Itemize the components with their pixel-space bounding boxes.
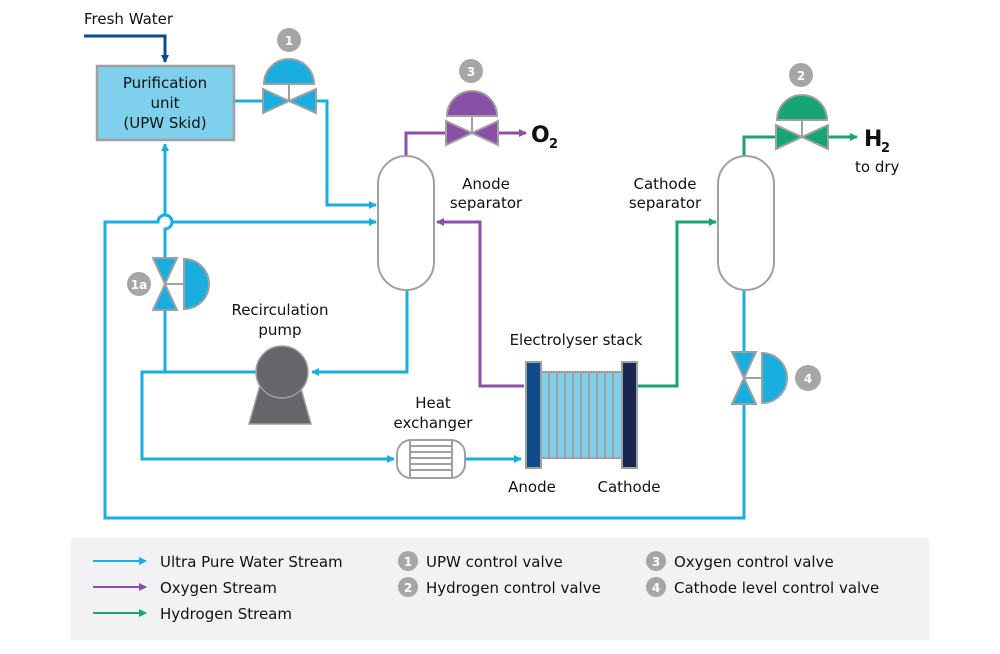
cathode-separator-label-line1: Cathode: [634, 175, 697, 193]
legend-valve-2-badge: 2: [404, 581, 412, 595]
valve-2-badge-text: 2: [797, 69, 805, 83]
electrolyser-label: Electrolyser stack: [510, 331, 643, 349]
o2-output-label: O 2: [531, 123, 558, 152]
legend: Ultra Pure Water Stream Oxygen Stream Hy…: [71, 538, 929, 640]
purification-label-line2: unit: [150, 94, 179, 112]
o2-subscript: 2: [549, 137, 558, 152]
legend-item-oxygen-stream: Oxygen Stream: [93, 579, 277, 597]
upw-line-valve1-to-anode-sep: [316, 99, 377, 209]
h2-line-cathode-sep-to-valve2: [742, 135, 776, 160]
h2-subscript: 2: [881, 141, 890, 156]
cathode-separator-label-line2: separator: [629, 194, 702, 212]
stack-cell-separators: [548, 372, 614, 458]
legend-hydrogen-label: Hydrogen Stream: [160, 605, 292, 623]
valve-1a-upw-control[interactable]: 1a: [127, 257, 210, 311]
cathode-plate: [621, 361, 638, 469]
oxygen-pipes: [404, 129, 527, 388]
h2-line-stack-to-cathode-sep: [637, 218, 717, 388]
heat-exchanger-label-line1: Heat: [415, 394, 451, 412]
heat-exchanger[interactable]: [396, 439, 466, 479]
valve-3-badge-text: 3: [467, 65, 475, 79]
pump-label-line2: pump: [258, 321, 301, 339]
valve-4-badge: [795, 365, 821, 391]
valve-2-badge: [789, 63, 813, 87]
valve-3-badge: [459, 59, 483, 83]
electrolyser-stack[interactable]: [525, 361, 638, 469]
h2-symbol: H: [864, 127, 882, 152]
legend-upw-label: Ultra Pure Water Stream: [160, 553, 343, 571]
valve-4-badge-text: 4: [804, 372, 812, 386]
hydrogen-pipes: [637, 133, 858, 388]
legend-valve-1-badge: 1: [404, 555, 412, 569]
anode-separator[interactable]: [377, 155, 435, 291]
valve-1a-badge-text: 1a: [131, 278, 147, 292]
legend-oxygen-label: Oxygen Stream: [160, 579, 277, 597]
valve-2-hydrogen-control[interactable]: 2: [775, 63, 829, 151]
upw-line-valve1a-to-purification: [161, 143, 174, 264]
legend-item-valve-1: 1 UPW control valve: [398, 551, 563, 571]
anode-separator-label-line1: Anode: [462, 175, 510, 193]
legend-valve-1-label: UPW control valve: [426, 553, 563, 571]
upw-line-anode-sep-to-pump: [311, 290, 409, 376]
upw-pipes: [103, 99, 746, 520]
valve-1-badge: [277, 28, 301, 52]
fresh-water-line: [84, 34, 169, 63]
legend-valve-3-badge: 3: [652, 555, 660, 569]
upw-line-pump-to-heat-exchanger: [140, 370, 395, 463]
valve-1-upw-control[interactable]: 1: [262, 28, 317, 115]
cathode-separator[interactable]: [717, 155, 775, 291]
h2-to-dry: to dry: [855, 158, 900, 176]
legend-item-valve-2: 2 Hydrogen control valve: [398, 577, 601, 597]
o2-line-anode-sep-to-valve3: [404, 131, 446, 160]
cathode-label: Cathode: [598, 478, 661, 496]
h2-output-label: H 2 to dry: [855, 127, 900, 176]
fresh-water-label: Fresh Water: [84, 10, 174, 28]
legend-valve-4-badge: 4: [652, 581, 660, 595]
o2-line-stack-to-anode-sep: [436, 218, 524, 388]
recirculation-pump[interactable]: [248, 345, 312, 425]
purification-unit[interactable]: Purification unit (UPW Skid): [95, 64, 236, 142]
anode-separator-label-line2: separator: [450, 194, 523, 212]
heat-exchanger-label-line2: exchanger: [394, 414, 474, 432]
valve-1-badge-text: 1: [285, 34, 293, 48]
valve-4-cathode-level-control[interactable]: 4: [730, 351, 821, 405]
legend-item-valve-4: 4 Cathode level control valve: [646, 577, 879, 597]
legend-background: [71, 538, 929, 640]
purification-label-line1: Purification: [123, 74, 207, 92]
legend-item-valve-3: 3 Oxygen control valve: [646, 551, 834, 571]
purification-label-line3: (UPW Skid): [123, 114, 206, 132]
legend-item-upw-stream: Ultra Pure Water Stream: [93, 553, 343, 571]
legend-valve-4-label: Cathode level control valve: [674, 579, 879, 597]
anode-plate: [525, 361, 542, 469]
o2-symbol: O: [531, 123, 550, 148]
anode-label: Anode: [508, 478, 556, 496]
pump-label-line1: Recirculation: [231, 301, 328, 319]
valve-3-oxygen-control[interactable]: 3: [445, 59, 499, 147]
legend-item-hydrogen-stream: Hydrogen Stream: [93, 605, 292, 623]
legend-valve-2-label: Hydrogen control valve: [426, 579, 601, 597]
valve-1a-badge: [127, 272, 151, 296]
legend-valve-3-label: Oxygen control valve: [674, 553, 834, 571]
